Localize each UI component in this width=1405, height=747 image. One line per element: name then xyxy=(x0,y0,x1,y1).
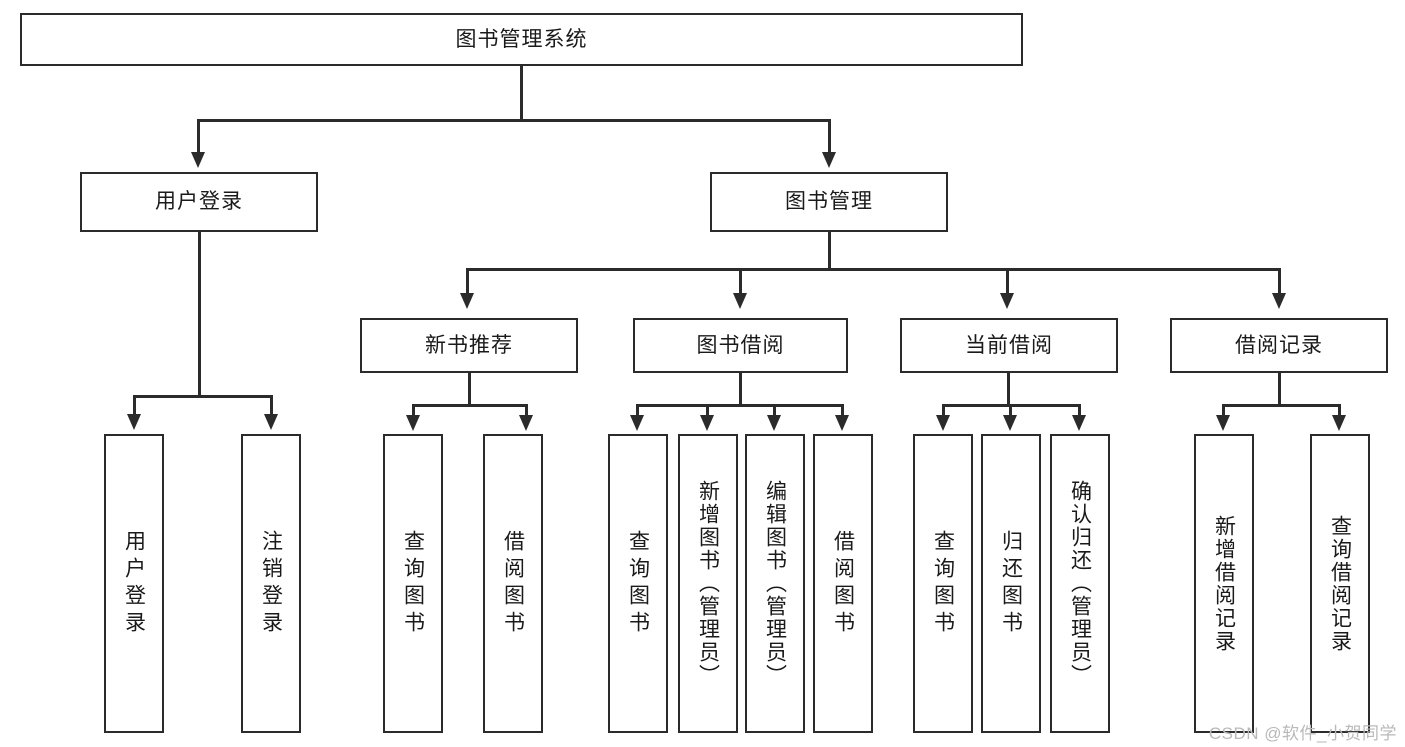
connector-bookborrow-to-leaf-0 xyxy=(636,404,639,418)
arrow-bm-to-book-borrow xyxy=(733,293,747,309)
leaf-edit-book-admin[interactable]: 编辑图书（管理员） xyxy=(745,434,805,733)
node-book-management[interactable]: 图书管理 xyxy=(710,172,948,232)
arrow-currentborrow-to-leaf-2 xyxy=(1072,415,1086,431)
leaf-add-borrow-record[interactable]: 新增借阅记录 xyxy=(1194,434,1254,733)
connector-user-login-to-leaf-1 xyxy=(270,395,273,417)
arrow-bm-to-new-book xyxy=(460,293,474,309)
leaf-query-book-current[interactable]: 查询图书 xyxy=(913,434,973,733)
node-label: 当前借阅 xyxy=(965,333,1053,357)
arrow-bookborrow-to-leaf-2 xyxy=(767,415,781,431)
leaf-return-book[interactable]: 归还图书 xyxy=(981,434,1041,733)
connector-root-to-user-login xyxy=(197,119,200,155)
connector-current-borrow-stem xyxy=(1007,373,1010,406)
leaf-add-book-admin[interactable]: 新增图书（管理员） xyxy=(678,434,738,733)
leaf-label: 借阅图书 xyxy=(831,529,855,638)
connector-borrow-record-bus xyxy=(1222,404,1340,407)
connector-book-management-stem xyxy=(828,232,831,270)
leaf-confirm-return-admin[interactable]: 确认归还（管理员） xyxy=(1050,434,1110,733)
arrow-newbook-to-leaf-1 xyxy=(519,415,533,431)
node-label: 用户登录 xyxy=(155,190,243,214)
node-label: 新书推荐 xyxy=(425,333,513,357)
connector-new-book-stem xyxy=(468,373,471,406)
connector-bm-to-current-borrow xyxy=(1006,268,1009,296)
connector-book-borrow-stem xyxy=(739,373,742,406)
leaf-label: 归还图书 xyxy=(999,529,1023,638)
node-label: 图书借阅 xyxy=(696,333,785,357)
arrow-currentborrow-to-leaf-0 xyxy=(936,415,950,431)
connector-user-login-to-leaf-0 xyxy=(133,395,136,417)
node-current-borrow[interactable]: 当前借阅 xyxy=(900,318,1118,373)
connector-bookborrow-to-leaf-2 xyxy=(773,404,776,418)
node-new-book-recommend[interactable]: 新书推荐 xyxy=(360,318,578,373)
connector-bm-to-book-borrow xyxy=(739,268,742,296)
node-label: 图书管理 xyxy=(785,190,873,214)
node-label: 借阅记录 xyxy=(1235,333,1323,357)
connector-borrowrecord-to-leaf-0 xyxy=(1222,404,1225,418)
leaf-label: 查询图书 xyxy=(401,529,425,638)
connector-bookborrow-to-leaf-1 xyxy=(706,404,709,418)
connector-newbook-to-leaf-0 xyxy=(412,404,415,418)
arrow-user-login-to-leaf-0 xyxy=(127,414,141,430)
connector-user-login-stem xyxy=(198,232,201,397)
connector-bm-to-borrow-record xyxy=(1278,268,1281,296)
arrow-borrowrecord-to-leaf-0 xyxy=(1216,415,1230,431)
arrow-bm-to-borrow-record xyxy=(1272,293,1286,309)
leaf-label: 查询借阅记录 xyxy=(1328,514,1352,653)
connector-newbook-to-leaf-1 xyxy=(525,404,528,418)
connector-borrow-record-stem xyxy=(1278,373,1281,406)
leaf-label: 借阅图书 xyxy=(501,529,525,638)
leaf-label: 注销登录 xyxy=(259,529,283,638)
arrow-user-login-to-leaf-1 xyxy=(264,414,278,430)
connector-currentborrow-to-leaf-2 xyxy=(1078,404,1081,418)
leaf-label: 新增借阅记录 xyxy=(1212,514,1236,653)
arrow-bookborrow-to-leaf-0 xyxy=(630,415,644,431)
arrow-borrowrecord-to-leaf-1 xyxy=(1332,415,1346,431)
node-user-login[interactable]: 用户登录 xyxy=(80,172,318,232)
leaf-user-login[interactable]: 用户登录 xyxy=(104,434,164,733)
leaf-query-book-borrow[interactable]: 查询图书 xyxy=(608,434,668,733)
leaf-label: 确认归还（管理员） xyxy=(1068,480,1092,687)
node-book-borrow[interactable]: 图书借阅 xyxy=(633,318,848,373)
connector-borrowrecord-to-leaf-1 xyxy=(1338,404,1341,418)
leaf-borrow-book-recommend[interactable]: 借阅图书 xyxy=(483,434,543,733)
leaf-label: 用户登录 xyxy=(122,529,146,638)
node-root-book-management-system[interactable]: 图书管理系统 xyxy=(20,13,1023,66)
node-label: 图书管理系统 xyxy=(455,27,588,51)
connector-currentborrow-to-leaf-1 xyxy=(1009,404,1012,418)
connector-currentborrow-to-leaf-0 xyxy=(942,404,945,418)
leaf-query-book-recommend[interactable]: 查询图书 xyxy=(383,434,443,733)
leaf-label: 查询图书 xyxy=(931,529,955,638)
connector-root-bus xyxy=(197,119,831,122)
connector-user-login-bus xyxy=(133,395,272,398)
arrow-bm-to-current-borrow xyxy=(1000,293,1014,309)
arrow-bookborrow-to-leaf-3 xyxy=(835,415,849,431)
connector-book-management-bus xyxy=(466,268,1280,271)
arrow-bookborrow-to-leaf-1 xyxy=(700,415,714,431)
watermark-text: CSDN @软件_小贺同学 xyxy=(1208,724,1397,743)
leaf-label: 查询图书 xyxy=(626,529,650,638)
connector-bookborrow-to-leaf-3 xyxy=(841,404,844,418)
connector-new-book-bus xyxy=(412,404,528,407)
arrow-newbook-to-leaf-0 xyxy=(406,415,420,431)
connector-root-to-book-management xyxy=(828,119,831,155)
connector-book-borrow-bus xyxy=(636,404,844,407)
leaf-borrow-book[interactable]: 借阅图书 xyxy=(813,434,873,733)
leaf-logout[interactable]: 注销登录 xyxy=(241,434,301,733)
arrow-currentborrow-to-leaf-1 xyxy=(1003,415,1017,431)
leaf-label: 编辑图书（管理员） xyxy=(763,480,787,687)
arrow-root-to-user-login xyxy=(191,152,205,168)
leaf-query-borrow-record[interactable]: 查询借阅记录 xyxy=(1310,434,1370,733)
arrow-root-to-book-management xyxy=(822,152,836,168)
leaf-label: 新增图书（管理员） xyxy=(696,480,720,687)
connector-bm-to-new-book xyxy=(466,268,469,296)
node-borrow-record[interactable]: 借阅记录 xyxy=(1170,318,1388,373)
connector-root-stem xyxy=(520,66,523,119)
